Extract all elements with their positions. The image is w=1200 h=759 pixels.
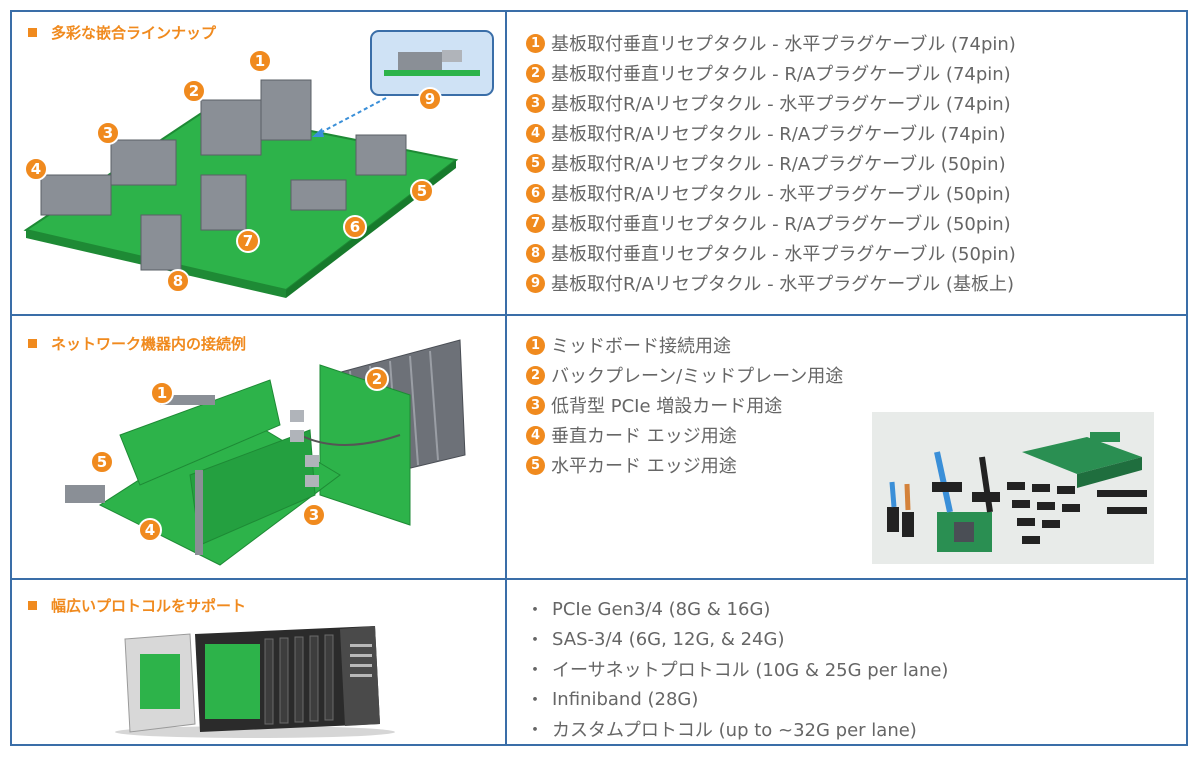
square-bullet-icon (28, 601, 37, 610)
row-divider-2 (10, 578, 1188, 580)
square-bullet-icon (28, 339, 37, 348)
square-bullet-icon (28, 28, 37, 37)
table-frame (10, 10, 1188, 746)
badge-9: 9 (418, 87, 442, 111)
column-divider (505, 10, 507, 746)
list-item: ・カスタムプロトコル (up to ~32G per lane) (526, 720, 917, 741)
badge-s2-4: 4 (138, 518, 162, 542)
badge-s2-5: 5 (90, 450, 114, 474)
section2-heading: ネットワーク機器内の接続例 (28, 333, 246, 354)
badge-3: 3 (96, 121, 120, 145)
list-item: ・Infiniband (28G) (526, 688, 699, 712)
badge-s2-1: 1 (150, 381, 174, 405)
inset-illustration (370, 30, 494, 96)
connector-board-illustration (23, 79, 459, 298)
section1-heading: 多彩な嵌合ラインナップ (28, 22, 216, 43)
row-divider-1 (10, 314, 1188, 316)
connector-products-photo (872, 412, 1154, 564)
protocol-list: ・PCIe Gen3/4 (8G & 16G) ・SAS-3/4 (6G, 12… (526, 594, 948, 744)
section3-heading: 幅広いプロトコルをサポート (28, 595, 246, 616)
badge-5: 5 (410, 179, 434, 203)
badge-2: 2 (182, 79, 206, 103)
badge-7: 7 (236, 229, 260, 253)
badge-6: 6 (343, 215, 367, 239)
list-item: ・SAS-3/4 (6G, 12G, & 24G) (526, 628, 785, 652)
badge-8: 8 (166, 269, 190, 293)
badge-4: 4 (24, 157, 48, 181)
badge-1: 1 (248, 49, 272, 73)
chassis-illustration (115, 626, 395, 738)
list-item: ・PCIe Gen3/4 (8G & 16G) (526, 598, 771, 622)
badge-s2-3: 3 (302, 503, 326, 527)
badge-s2-2: 2 (365, 367, 389, 391)
list-item: ・イーサネットプロトコル (10G & 25G per lane) (526, 660, 949, 681)
